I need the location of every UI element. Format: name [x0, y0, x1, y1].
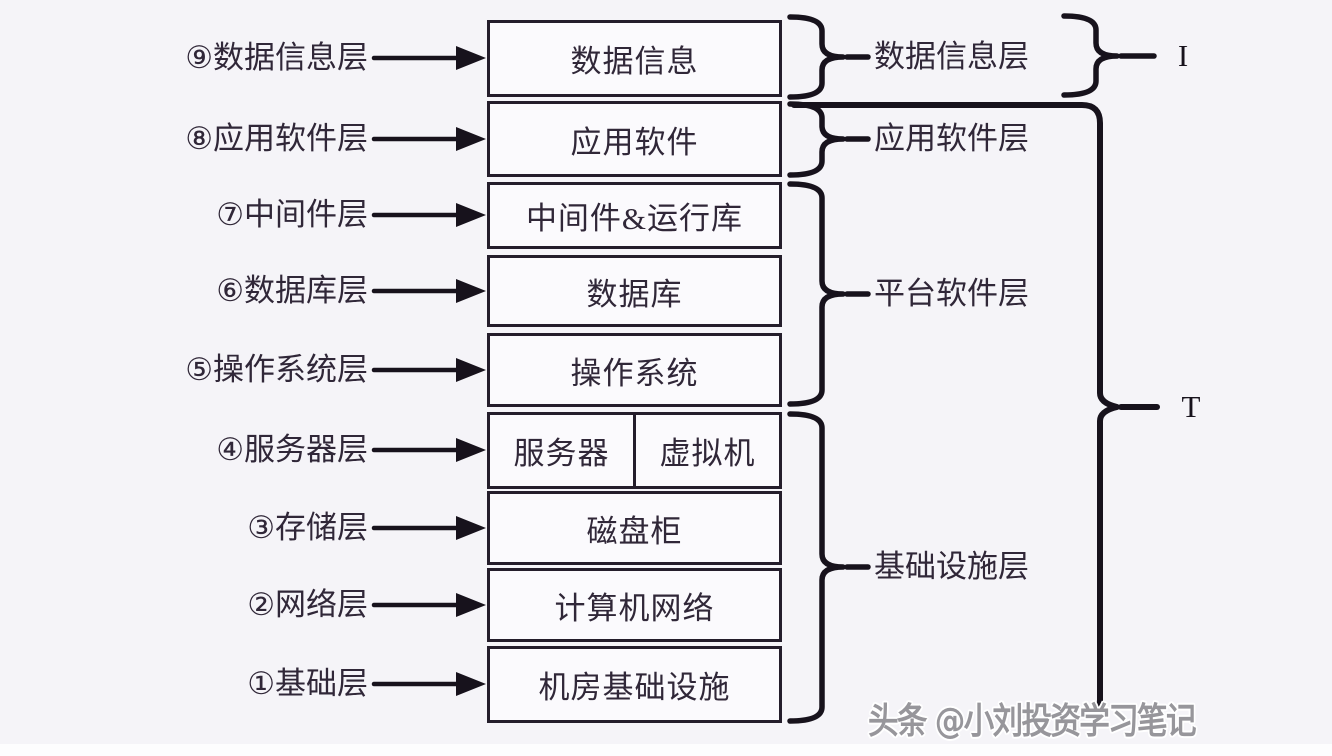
- i-brace: [1061, 13, 1157, 98]
- layer-label-1: ①基础层: [247, 666, 368, 701]
- layer-label-3: ③存储层: [247, 510, 368, 545]
- group-label-data-information: 数据信息层: [874, 39, 1029, 74]
- box-application-software: 应用软件: [487, 101, 782, 177]
- group-label-platform-software: 平台软件层: [874, 276, 1029, 311]
- box-server: 服务器: [513, 436, 610, 471]
- layer-label-2: ②网络层: [247, 587, 368, 622]
- label-i: I: [1177, 38, 1189, 73]
- watermark: 头条 @小刘投资学习笔记: [868, 701, 1197, 742]
- group-brace: [787, 14, 871, 724]
- box-cell-divider: [633, 415, 636, 486]
- box-server-vm: 服务器 虚拟机: [487, 412, 782, 489]
- box-virtual-machine: 虚拟机: [659, 436, 756, 471]
- box-data-information: 数据信息: [487, 20, 782, 97]
- group-label-application-software: 应用软件层: [874, 121, 1029, 156]
- box-database: 数据库: [487, 255, 782, 327]
- box-middleware-runtime: 中间件&运行库: [487, 182, 782, 249]
- box-computer-network: 计算机网络: [487, 568, 782, 642]
- layer-label-5: ⑤操作系统层: [185, 352, 368, 387]
- bottom-strip: [0, 744, 1332, 756]
- layer-label-6: ⑥数据库层: [216, 273, 368, 308]
- layer-label-9: ⑨数据信息层: [185, 40, 368, 75]
- label-t: T: [1181, 389, 1201, 424]
- t-bracket: [791, 102, 1160, 717]
- box-disk-array: 磁盘柜: [487, 491, 782, 565]
- box-datacenter-facility: 机房基础设施: [487, 646, 782, 723]
- box-operating-system: 操作系统: [487, 333, 782, 407]
- arrow-head-icon: [456, 46, 486, 696]
- layer-label-7: ⑦中间件层: [216, 197, 368, 232]
- layer-label-8: ⑧应用软件层: [185, 121, 368, 156]
- group-label-infrastructure: 基础设施层: [874, 549, 1029, 584]
- arrow-icon: [371, 55, 461, 687]
- layer-label-4: ④服务器层: [216, 432, 368, 467]
